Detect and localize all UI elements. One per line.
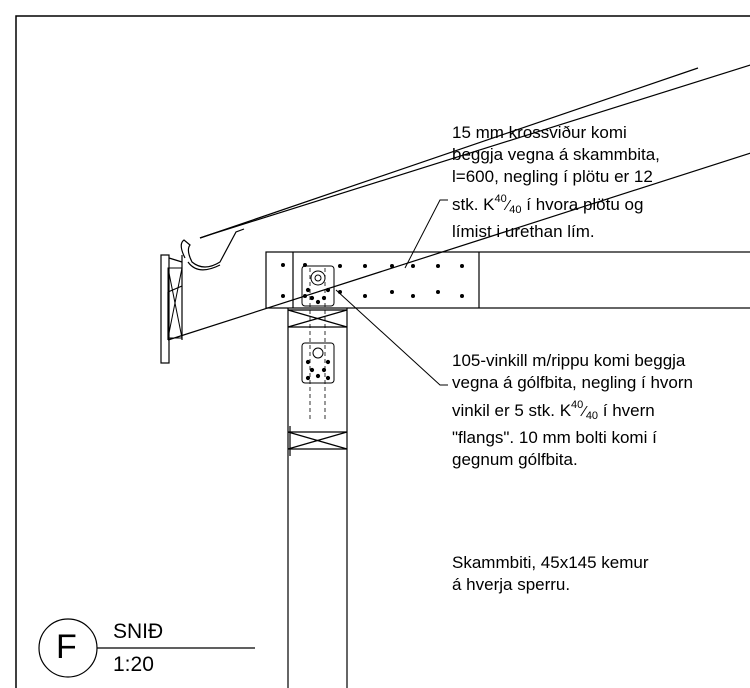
note-bracket-sup: 40 <box>571 399 584 411</box>
section-scale: 1:20 <box>113 653 154 676</box>
gutter <box>160 228 245 364</box>
bolt-lines <box>309 268 326 420</box>
note-plywood-line5: límist i urethan lím. <box>452 222 595 241</box>
note-plywood-line4-b: í hvora plötu og <box>521 195 644 214</box>
section-marker <box>38 618 255 678</box>
note-bracket-line2: vegna á gólfbita, negling í hvorn <box>452 373 694 392</box>
note-plywood-sup: 40 <box>494 193 507 205</box>
wall-post <box>287 308 348 688</box>
leader-lines <box>335 199 448 386</box>
section-name: SNIÐ <box>113 620 164 643</box>
section-letter: F <box>56 628 77 666</box>
angle-bracket-lower <box>301 342 335 384</box>
note-collar-line2: á hverja sperru. <box>452 575 571 594</box>
note-plywood-line1: 15 mm krossviður komi <box>452 123 627 142</box>
note-plywood-sub: 40 <box>509 204 522 216</box>
note-bracket-slash: ⁄ <box>583 403 586 420</box>
note-bracket-line5: gegnum gólfbita. <box>452 450 578 469</box>
note-bracket: 105-vinkill m/rippu komi beggja vegna á … <box>452 350 693 471</box>
note-bracket-line3: vinkil er 5 stk. K40⁄40 í hvern <box>452 394 693 427</box>
angle-bracket-upper <box>301 265 335 307</box>
note-bracket-line4: "flangs". 10 mm bolti komi í <box>452 428 657 447</box>
note-bracket-line1: 105-vinkill m/rippu komi beggja <box>452 351 686 370</box>
note-collar: Skammbiti, 45x145 kemur á hverja sperru. <box>452 552 649 596</box>
note-plywood-line2: beggja vegna á skammbita, <box>452 145 660 164</box>
fascia-block <box>167 267 183 339</box>
note-plywood-line4: stk. K40⁄40 í hvora plötu og <box>452 188 660 221</box>
note-bracket-line3-b: í hvern <box>598 401 655 420</box>
note-plywood-line4-a: stk. K <box>452 195 495 214</box>
plywood-nails <box>281 263 464 298</box>
note-bracket-line3-a: vinkil er 5 stk. K <box>452 401 572 420</box>
collar-beam <box>265 251 750 309</box>
note-plywood: 15 mm krossviður komi beggja vegna á ska… <box>452 122 660 243</box>
note-collar-line1: Skammbiti, 45x145 kemur <box>452 553 649 572</box>
note-plywood-slash: ⁄ <box>506 197 510 214</box>
drawing-frame <box>15 15 750 688</box>
note-plywood-line3: l=600, negling í plötu er 12 <box>452 167 653 186</box>
note-bracket-sub: 40 <box>585 410 599 422</box>
